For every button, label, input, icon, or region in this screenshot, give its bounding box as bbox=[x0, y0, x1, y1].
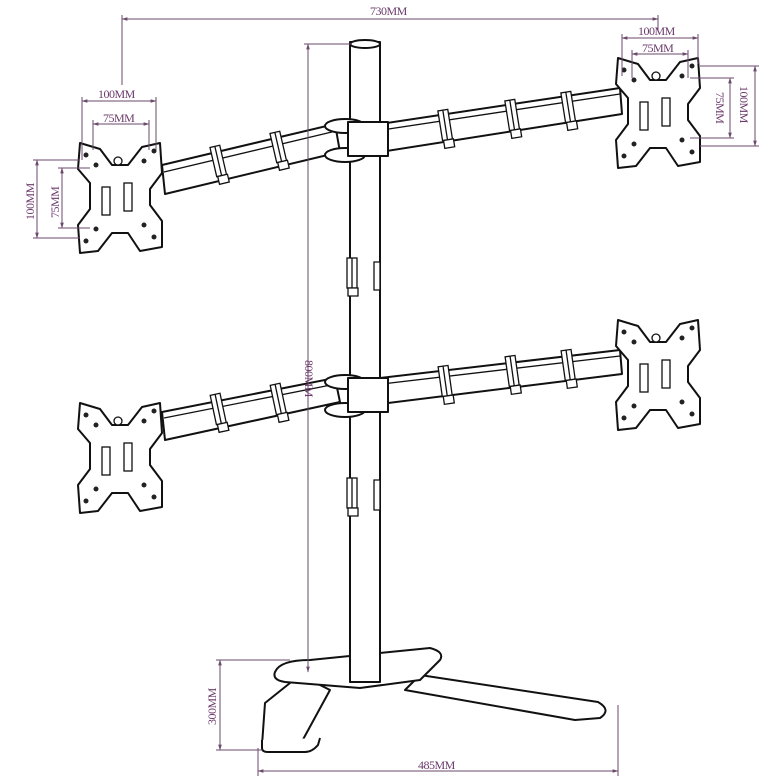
vesa-plate-bottom-right bbox=[615, 319, 701, 431]
svg-text:100MM: 100MM bbox=[23, 182, 37, 220]
svg-text:75MM: 75MM bbox=[103, 111, 135, 125]
vesa-plate-bottom-left bbox=[77, 402, 163, 514]
svg-text:300MM: 300MM bbox=[205, 687, 219, 725]
svg-text:75MM: 75MM bbox=[713, 92, 727, 124]
top-arm-right bbox=[379, 87, 623, 153]
svg-text:485MM: 485MM bbox=[418, 758, 456, 772]
svg-text:75MM: 75MM bbox=[642, 41, 674, 55]
bottom-hub bbox=[324, 374, 389, 418]
svg-text:100MM: 100MM bbox=[737, 86, 751, 124]
dimension-base-width: 485MM bbox=[257, 705, 619, 776]
svg-text:800MM: 800MM bbox=[302, 360, 316, 398]
dimension-vesa-top-right: 100MM 75MM 100MM 75MM bbox=[621, 24, 759, 147]
vesa-plate-top-right bbox=[615, 57, 701, 169]
stand-base bbox=[261, 647, 607, 753]
top-arm-left bbox=[161, 123, 341, 195]
svg-text:75MM: 75MM bbox=[48, 186, 62, 218]
dimension-base-depth: 300MM bbox=[205, 659, 290, 751]
svg-text:100MM: 100MM bbox=[638, 24, 676, 38]
svg-text:730MM: 730MM bbox=[370, 4, 408, 18]
vesa-plate-top-left bbox=[77, 142, 163, 254]
top-hub bbox=[324, 118, 389, 163]
dimension-pole-height: 800MM bbox=[302, 43, 352, 673]
dimension-overall-width: 730MM bbox=[121, 4, 659, 85]
dimension-vesa-top-left: 100MM 75MM 100MM 75MM bbox=[23, 87, 157, 239]
svg-text:100MM: 100MM bbox=[98, 87, 136, 101]
bottom-arm-right bbox=[379, 348, 623, 406]
